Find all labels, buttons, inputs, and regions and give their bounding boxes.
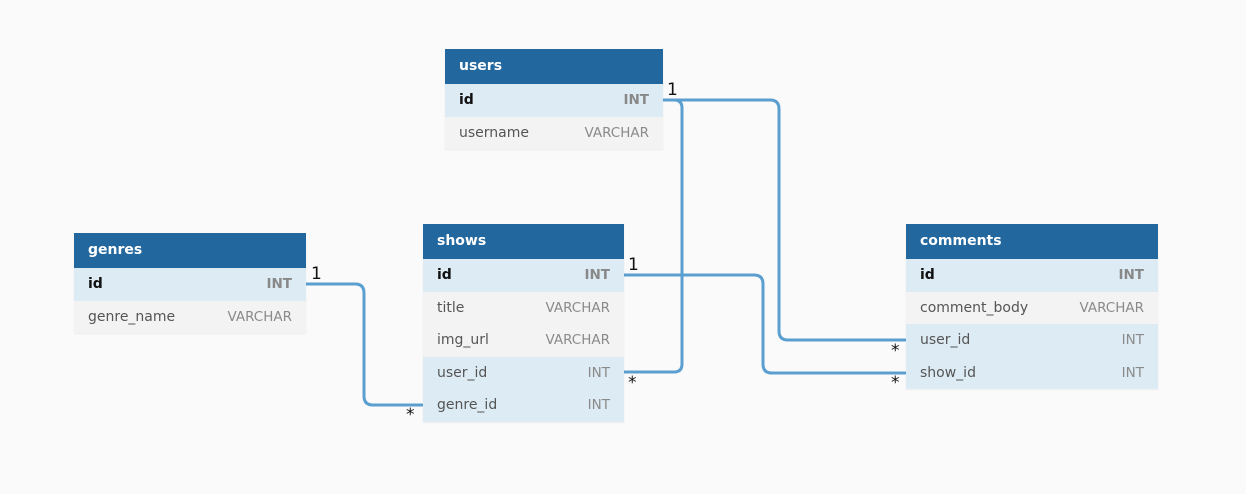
column-name: user_id — [437, 364, 488, 381]
column-name: id — [459, 92, 474, 108]
table-comments[interactable]: comments id INT comment_body VARCHAR use… — [906, 224, 1158, 389]
cardinality-genres-one: 1 — [311, 264, 322, 284]
column-name: genre_id — [437, 397, 498, 413]
cardinality-shows-genre-many: * — [406, 405, 415, 425]
link-users-comments — [661, 98, 907, 342]
column-row-img-url[interactable]: img_url VARCHAR — [423, 324, 624, 357]
table-users[interactable]: users id INT username VARCHAR — [445, 49, 663, 149]
cardinality-comments-user-many: * — [891, 341, 900, 361]
column-row-genre-name[interactable]: genre_name VARCHAR — [74, 300, 306, 333]
column-name: comment_body — [920, 299, 1029, 316]
column-type: VARCHAR — [584, 124, 649, 141]
column-type: INT — [1121, 364, 1144, 381]
link-genres-shows — [304, 282, 424, 407]
column-type: INT — [623, 92, 649, 108]
column-name: title — [437, 299, 465, 316]
table-genres[interactable]: genres id INT genre_name VARCHAR — [74, 233, 306, 333]
column-name: user_id — [920, 332, 971, 348]
column-name: id — [920, 267, 935, 283]
column-row-title[interactable]: title VARCHAR — [423, 291, 624, 324]
column-type: INT — [587, 397, 610, 413]
column-type: VARCHAR — [227, 308, 292, 325]
column-name: show_id — [920, 364, 976, 381]
column-type: INT — [1118, 267, 1144, 283]
column-type: INT — [1121, 332, 1144, 348]
column-row-id[interactable]: id INT — [74, 268, 306, 301]
column-row-genre-id[interactable]: genre_id INT — [423, 389, 624, 422]
column-type: INT — [266, 276, 292, 292]
column-type: VARCHAR — [545, 332, 610, 348]
cardinality-shows-one: 1 — [628, 255, 639, 275]
column-name: img_url — [437, 332, 489, 348]
column-row-show-id[interactable]: show_id INT — [906, 356, 1158, 389]
cardinality-comments-show-many: * — [891, 373, 900, 393]
column-type: INT — [587, 364, 610, 381]
table-header-users[interactable]: users — [445, 49, 663, 84]
column-row-comment-body[interactable]: comment_body VARCHAR — [906, 291, 1158, 324]
column-type: VARCHAR — [545, 299, 610, 316]
link-shows-comments — [622, 273, 907, 375]
column-row-id[interactable]: id INT — [906, 259, 1158, 292]
column-name: id — [88, 276, 103, 292]
column-name: username — [459, 124, 529, 141]
cardinality-shows-user-many: * — [628, 373, 637, 393]
column-row-username[interactable]: username VARCHAR — [445, 116, 663, 149]
column-type: INT — [584, 267, 610, 283]
table-shows[interactable]: shows id INT title VARCHAR img_url VARCH… — [423, 224, 624, 422]
column-row-user-id[interactable]: user_id INT — [423, 356, 624, 389]
column-row-user-id[interactable]: user_id INT — [906, 324, 1158, 357]
column-name: id — [437, 267, 452, 283]
cardinality-users-one: 1 — [667, 80, 678, 100]
table-header-shows[interactable]: shows — [423, 224, 624, 259]
column-type: VARCHAR — [1079, 299, 1144, 316]
column-name: genre_name — [88, 308, 176, 325]
table-header-comments[interactable]: comments — [906, 224, 1158, 259]
table-header-genres[interactable]: genres — [74, 233, 306, 268]
column-row-id[interactable]: id INT — [423, 259, 624, 292]
column-row-id[interactable]: id INT — [445, 84, 663, 117]
